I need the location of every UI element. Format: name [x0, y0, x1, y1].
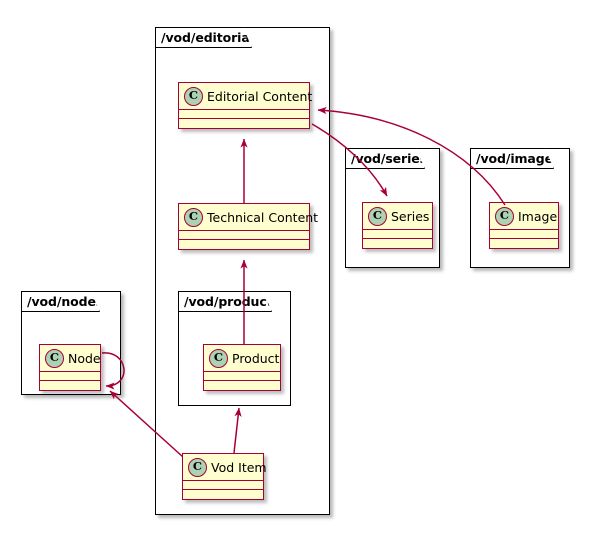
package-tab: /vod/images	[470, 148, 554, 169]
package-label: /vod/images	[476, 151, 561, 166]
package-label: /vod/series	[351, 151, 427, 166]
class-product[interactable]: C Product	[203, 344, 284, 394]
class-stereotype-icon: C	[209, 348, 228, 368]
class-title: C Product	[204, 345, 280, 372]
class-technical-content[interactable]: C Technical Content	[178, 203, 318, 253]
class-name: Technical Content	[207, 209, 319, 225]
class-attributes-compartment	[204, 372, 280, 381]
class-title: C Editorial Content	[179, 83, 313, 110]
class-box: C Technical Content	[178, 203, 318, 250]
class-title: C Technical Content	[179, 204, 318, 231]
class-name: Vod Item	[211, 459, 267, 475]
class-name: Image	[518, 208, 558, 224]
class-attributes-compartment	[179, 231, 309, 240]
class-attributes-compartment	[490, 230, 558, 239]
class-title: C Image	[490, 203, 558, 230]
package-tab: /vod/series	[345, 148, 425, 169]
class-editorial-content[interactable]: C Editorial Content	[178, 82, 313, 132]
class-methods-compartment	[363, 239, 432, 248]
class-attributes-compartment	[363, 230, 432, 239]
package-label: /vod/editorials	[161, 30, 262, 45]
class-methods-compartment	[490, 239, 558, 248]
class-methods-compartment	[40, 381, 100, 390]
class-series[interactable]: C Series	[362, 202, 436, 252]
class-box: C Image	[489, 202, 559, 249]
class-stereotype-icon: C	[45, 348, 64, 368]
class-stereotype-icon: C	[495, 206, 514, 226]
class-title: C Vod Item	[183, 454, 267, 481]
package-label: /vod/nodes	[27, 294, 104, 309]
class-vod-item[interactable]: C Vod Item	[182, 453, 267, 503]
class-box: C Node	[39, 344, 101, 391]
class-name: Product	[232, 350, 280, 366]
class-title: C Node	[40, 345, 101, 372]
class-name: Editorial Content	[207, 88, 313, 104]
class-title: C Series	[363, 203, 432, 230]
class-box: C Product	[203, 344, 281, 391]
class-stereotype-icon: C	[184, 86, 203, 106]
class-methods-compartment	[179, 240, 309, 249]
class-methods-compartment	[183, 490, 263, 499]
class-name: Node	[68, 350, 101, 366]
class-stereotype-icon: C	[368, 206, 387, 226]
class-methods-compartment	[204, 381, 280, 390]
class-box: C Vod Item	[182, 453, 267, 500]
class-attributes-compartment	[183, 481, 263, 490]
class-image[interactable]: C Image	[489, 202, 562, 252]
class-methods-compartment	[179, 119, 309, 128]
package-label: /vod/products	[184, 294, 280, 309]
class-attributes-compartment	[179, 110, 309, 119]
class-stereotype-icon: C	[188, 457, 207, 477]
class-name: Series	[391, 208, 430, 224]
class-box: C Editorial Content	[178, 82, 313, 129]
class-attributes-compartment	[40, 372, 100, 381]
class-stereotype-icon: C	[184, 207, 203, 227]
class-box: C Series	[362, 202, 433, 249]
package-tab: /vod/editorials	[155, 27, 252, 48]
package-tab: /vod/products	[178, 291, 272, 312]
package-tab: /vod/nodes	[21, 291, 100, 312]
class-node[interactable]: C Node	[39, 344, 104, 394]
